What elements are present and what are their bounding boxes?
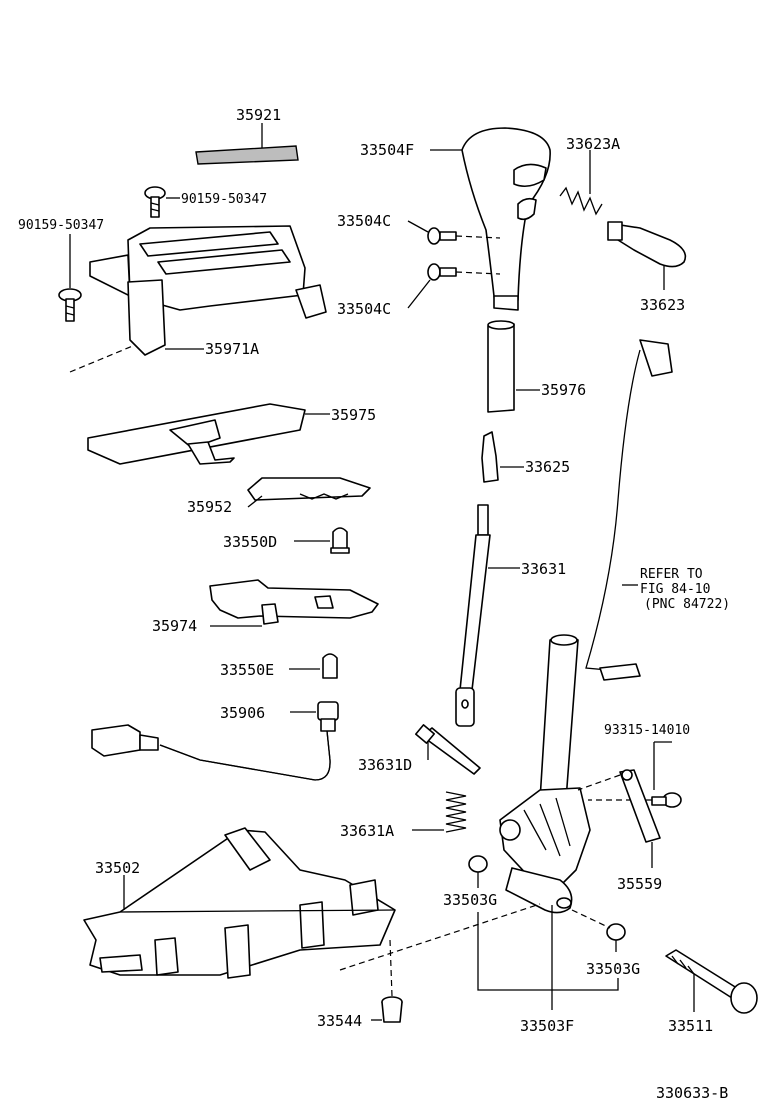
- label-35974: 35974: [152, 617, 197, 635]
- label-33631D: 33631D: [358, 756, 412, 774]
- figure-code: 330633-B: [656, 1084, 728, 1102]
- label-90159-left: 90159-50347: [18, 218, 104, 233]
- part-33631-rod: [455, 504, 491, 727]
- part-33625-pin: [481, 431, 499, 483]
- screw-90159-right: [144, 186, 166, 218]
- label-33504C-upper: 33504C: [337, 212, 391, 230]
- label-33502: 33502: [95, 859, 140, 877]
- part-33623A-spring: [559, 186, 603, 216]
- label-33504F: 33504F: [360, 141, 414, 159]
- label-33544: 33544: [317, 1012, 362, 1030]
- part-93315-screw: [651, 792, 682, 808]
- part-35559-link: [619, 769, 661, 843]
- label-33631: 33631: [521, 560, 566, 578]
- label-33504C-lower: 33504C: [337, 300, 391, 318]
- label-35921: 35921: [236, 106, 281, 124]
- part-35906-socket-wire: [91, 701, 339, 781]
- part-33504F-knob: [461, 127, 551, 311]
- label-33503G-right: 33503G: [586, 960, 640, 978]
- refer-note-line1: REFER TO: [640, 567, 703, 582]
- label-35952: 35952: [187, 498, 232, 516]
- label-33550D: 33550D: [223, 533, 277, 551]
- label-33623A: 33623A: [566, 135, 620, 153]
- refer-note-line2: FIG 84-10: [640, 582, 710, 597]
- shift-cable: [585, 339, 673, 681]
- part-33550E-bulb: [322, 653, 338, 679]
- part-33503G-bushing-right: [606, 923, 626, 941]
- part-33544-grommet: [381, 996, 403, 1023]
- part-35975-slide-plate: [87, 403, 306, 465]
- part-33550D-bulb: [330, 527, 350, 554]
- part-35974-bracket: [209, 579, 379, 625]
- part-33502-base: [83, 827, 396, 979]
- part-33623-button: [607, 221, 687, 268]
- label-35559: 35559: [617, 875, 662, 893]
- part-33504C-screw-upper: [427, 227, 457, 245]
- part-33511-bolt: [665, 949, 758, 1014]
- part-35921-plate: [195, 145, 299, 165]
- label-35906: 35906: [220, 704, 265, 722]
- part-33631D-pin: [414, 724, 481, 775]
- part-shift-lever-body: [499, 634, 591, 914]
- part-35971A-housing: [89, 225, 327, 356]
- label-35976: 35976: [541, 381, 586, 399]
- part-35976-sleeve: [487, 320, 515, 413]
- label-93315: 93315-14010: [604, 723, 690, 738]
- label-33631A: 33631A: [340, 822, 394, 840]
- label-35975: 35975: [331, 406, 376, 424]
- label-33625: 33625: [525, 458, 570, 476]
- label-33623: 33623: [640, 296, 685, 314]
- part-33503G-bushing-left: [468, 855, 488, 873]
- label-90159-right: 90159-50347: [181, 192, 267, 207]
- part-33631A-spring: [445, 791, 467, 833]
- label-33503F: 33503F: [520, 1017, 574, 1035]
- label-33511: 33511: [668, 1017, 713, 1035]
- part-35952-spring-plate: [247, 477, 371, 501]
- refer-note-line3: (PNC 84722): [644, 597, 730, 612]
- screw-90159-left: [58, 288, 82, 322]
- label-33550E: 33550E: [220, 661, 274, 679]
- label-33503G-left: 33503G: [443, 891, 497, 909]
- part-33504C-screw-lower: [427, 263, 457, 281]
- label-35971A: 35971A: [205, 340, 259, 358]
